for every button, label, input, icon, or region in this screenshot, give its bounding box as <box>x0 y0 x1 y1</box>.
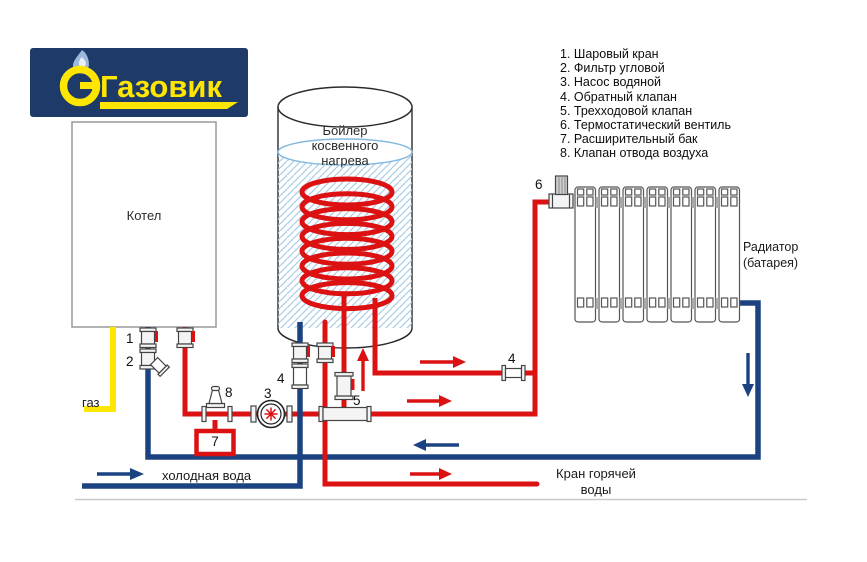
coil-return-pipe <box>372 298 535 376</box>
radiator <box>574 186 741 323</box>
boiler-supply-valve-icon <box>176 327 196 349</box>
check-valve-right-icon <box>501 364 526 382</box>
air-vent-icon <box>205 385 226 409</box>
legend-item: 2. Фильтр угловой <box>560 61 665 76</box>
legend-item: 4. Обратный клапан <box>560 89 677 104</box>
gazovik-logo: Газовик <box>30 48 248 117</box>
radiator-label: Радиатор (батарея) <box>743 240 799 270</box>
tank-inlet-valve-icon <box>291 342 311 364</box>
expansion-tank-icon <box>194 405 236 457</box>
water-level-line <box>277 138 413 166</box>
legend-item: 7. Расширительный бак <box>560 132 698 147</box>
marker-6: 6 <box>535 177 543 192</box>
hot-supply-pipe <box>182 199 553 417</box>
tank-label: Бойлер косвенного нагрева <box>311 123 379 168</box>
legend-item: 8. Клапан отвода воздуха <box>560 146 709 161</box>
check-valve-lower-icon <box>291 363 309 390</box>
legend-item: 6. Термостатический вентиль <box>560 118 731 133</box>
water-pump-icon <box>250 399 293 429</box>
marker-2: 2 <box>126 354 134 369</box>
boiler-box <box>71 121 217 328</box>
boiler-label: Котел <box>126 208 162 223</box>
hot-tap-label: Кран горячей воды <box>556 466 636 497</box>
marker-3: 3 <box>264 386 272 401</box>
three-way-valve-icon <box>318 371 372 423</box>
logo-brand-text: Газовик <box>100 69 222 104</box>
logo-underline <box>100 102 238 109</box>
cold-water-label: холодная вода <box>162 468 252 483</box>
hot-tap-pipe <box>322 319 540 487</box>
marker-4-lower: 4 <box>277 371 285 386</box>
marker-4-right: 4 <box>508 351 516 366</box>
gas-pipe <box>84 327 116 412</box>
ball-valve-1-icon <box>139 327 159 349</box>
heating-return-pipe <box>145 300 761 460</box>
flow-arrows <box>97 348 754 480</box>
marker-7: 7 <box>211 434 219 449</box>
marker-5: 5 <box>353 393 361 408</box>
legend-list: 1. Шаровый кран 2. Фильтр угловой 3. Нас… <box>560 47 731 161</box>
legend-item: 3. Насос водяной <box>560 75 662 90</box>
marker-8: 8 <box>225 385 233 400</box>
tank-outlet-valve-icon <box>316 342 336 364</box>
angle-filter-icon <box>139 348 171 378</box>
gas-label: газ <box>82 395 100 410</box>
marker-1: 1 <box>126 331 134 346</box>
legend-item: 1. Шаровый кран <box>560 47 659 61</box>
legend-item: 5. Трехходовой клапан <box>560 103 693 118</box>
thermostatic-valve-icon <box>548 175 574 209</box>
